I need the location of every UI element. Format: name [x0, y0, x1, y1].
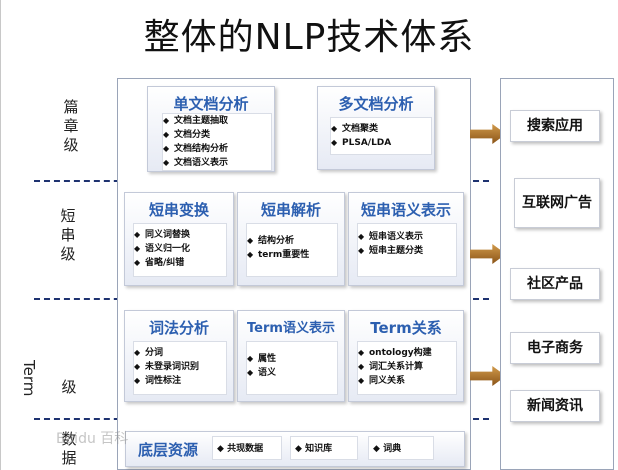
list-item: PLSA/LDA — [331, 136, 431, 150]
box-items: 文档聚类 PLSA/LDA — [330, 117, 432, 155]
base-item: ◆ 共现数据 — [212, 436, 282, 460]
list-item: 文档主题抽取 — [163, 114, 271, 128]
box-title: 词法分析 — [148, 319, 209, 337]
list-item: ontology构建 — [358, 346, 456, 360]
box-title: 单文档分析 — [173, 95, 249, 113]
box-multi-document-analysis: 多文档分析 文档聚类 PLSA/LDA — [317, 86, 435, 170]
level-label-data: 数据 — [61, 430, 77, 467]
level-label-term-suffix: 级 — [61, 378, 77, 396]
box-items: 分词 未登录词识别 词性标注 — [133, 341, 227, 395]
app-news: 新闻资讯 — [510, 390, 600, 422]
list-item: 短串语义表示 — [358, 230, 456, 244]
app-internet-ads: 互联网广告 — [514, 178, 600, 228]
box-title: 短串语义表示 — [360, 201, 451, 219]
watermark: Baidu 百科 — [56, 431, 129, 447]
box-single-document-analysis: 单文档分析 文档主题抽取 文档分类 文档结构分析 文档语义表示 — [147, 86, 275, 172]
base-resources-title: 底层资源 — [138, 441, 199, 459]
box-items: 短串语义表示 短串主题分类 — [357, 223, 457, 277]
box-term-semantic: Term语义表示 属性 语义 — [237, 310, 345, 402]
list-item: 词性标注 — [134, 374, 226, 388]
box-items: 属性 语义 — [246, 341, 338, 395]
list-item: 文档结构分析 — [163, 142, 271, 156]
box-items: ontology构建 词汇关系计算 同义关系 — [357, 341, 457, 395]
list-item: 同义词替换 — [134, 228, 226, 242]
list-item: 分词 — [134, 346, 226, 360]
box-title: Term关系 — [370, 319, 442, 337]
list-item: 未登录词识别 — [134, 360, 226, 374]
base-item: ◆ 词典 — [368, 436, 434, 460]
list-item: 语义归一化 — [134, 242, 226, 256]
level-label-phrase: 短串级 — [60, 207, 76, 263]
box-term-relation: Term关系 ontology构建 词汇关系计算 同义关系 — [348, 310, 464, 402]
list-item: 短串主题分类 — [358, 244, 456, 258]
box-phrase-transform: 短串变换 同义词替换 语义归一化 省略/纠错 — [124, 192, 234, 286]
list-item: 文档聚类 — [331, 122, 431, 136]
base-item: ◆ 知识库 — [290, 436, 358, 460]
level-label-chapter: 篇章级 — [63, 98, 79, 154]
box-lexical-analysis: 词法分析 分词 未登录词识别 词性标注 — [124, 310, 234, 402]
list-item: 同义关系 — [358, 374, 456, 388]
left-border — [0, 0, 1, 470]
app-community: 社区产品 — [510, 268, 600, 300]
list-item: 语义 — [247, 366, 337, 380]
list-item: 词汇关系计算 — [358, 360, 456, 374]
page-title: 整体的NLP技术体系 — [143, 17, 475, 58]
base-resources-bar: 底层资源 ◆ 共现数据 ◆ 知识库 ◆ 词典 — [125, 431, 465, 467]
box-items: 文档主题抽取 文档分类 文档结构分析 文档语义表示 — [162, 113, 272, 171]
box-phrase-semantic: 短串语义表示 短串语义表示 短串主题分类 — [348, 192, 464, 286]
list-item: 文档分类 — [163, 128, 271, 142]
box-phrase-parsing: 短串解析 结构分析 term重要性 — [237, 192, 345, 286]
box-title: Term语义表示 — [247, 321, 335, 336]
list-item: 结构分析 — [247, 234, 337, 248]
app-ecommerce: 电子商务 — [510, 332, 600, 364]
box-title: 多文档分析 — [338, 95, 414, 113]
list-item: 省略/纠错 — [134, 256, 226, 270]
list-item: 属性 — [247, 352, 337, 366]
box-items: 同义词替换 语义归一化 省略/纠错 — [133, 223, 227, 277]
box-items: 结构分析 term重要性 — [246, 223, 338, 277]
box-title: 短串解析 — [260, 201, 321, 219]
level-label-term: Term — [20, 360, 38, 397]
list-item: 文档语义表示 — [163, 156, 271, 170]
box-title: 短串变换 — [148, 201, 209, 219]
app-search: 搜索应用 — [510, 110, 600, 142]
list-item: term重要性 — [247, 248, 337, 262]
